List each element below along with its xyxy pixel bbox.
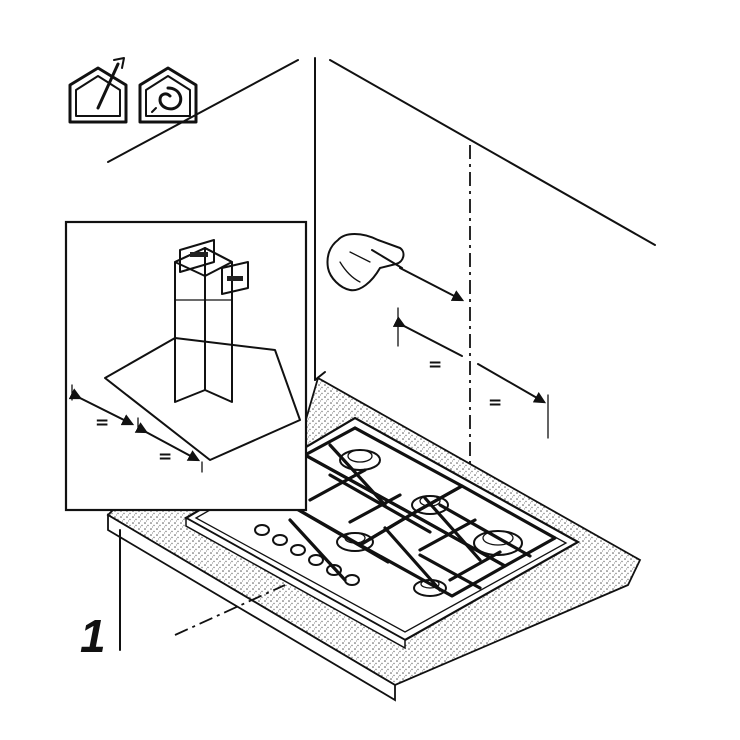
equal-mark-wall-left: = (428, 355, 442, 375)
recirculation-installation-icon (138, 66, 198, 124)
equal-mark-inset-right: = (158, 447, 172, 467)
wall-outline (107, 57, 656, 381)
equal-mark-inset-left: = (95, 413, 109, 433)
marking-arrow (399, 267, 465, 302)
burners (336, 449, 523, 597)
wall-dimension (392, 307, 549, 439)
control-knobs (254, 524, 360, 586)
hand-marking-wall (326, 233, 405, 292)
hood-detail-inset (64, 220, 308, 512)
equal-mark-wall-right: = (488, 393, 502, 413)
pan-support-grates (253, 426, 557, 598)
ducted-installation-icon (68, 57, 128, 124)
step-number: 1 (80, 610, 106, 662)
